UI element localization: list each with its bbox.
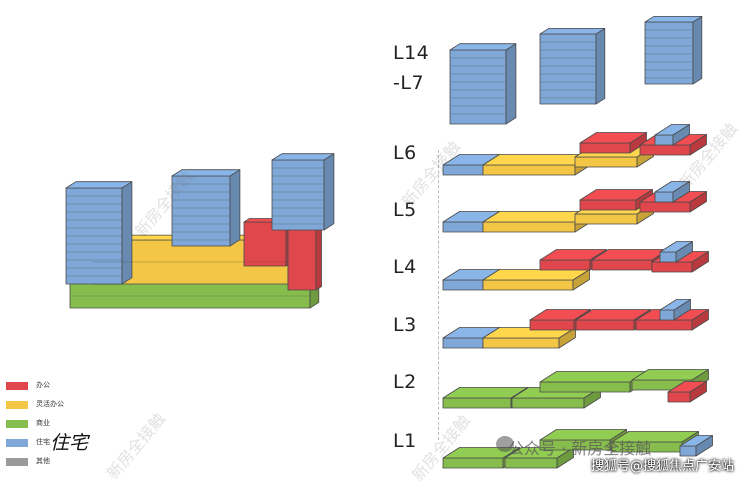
floor-l4-seg-2-top (539, 249, 607, 261)
residential-tag: 住宅 (50, 432, 89, 454)
level-label-l14: L14 (393, 42, 430, 64)
legend-label: 商业 (36, 420, 50, 427)
floor-l3-seg-0-front (442, 337, 484, 349)
floor-l3-seg-5-front (659, 309, 675, 321)
tower-upper-middle-front (539, 33, 597, 105)
floor-l2-seg-4-top (667, 381, 707, 393)
floor-l3-seg-4-front (635, 319, 693, 331)
legend-swatch-residential (6, 439, 28, 447)
floor-l5-seg-5-front (654, 191, 674, 203)
floor-l2-seg-4-front (667, 391, 691, 403)
floor-l2-seg-2-top (539, 371, 647, 383)
massing-tower-right-side (323, 153, 335, 231)
floor-l4-seg-2-front (539, 259, 591, 271)
floor-l3-seg-5-top (659, 299, 691, 311)
tower-upper-left-top (449, 43, 517, 51)
floor-l6-seg-5-top (654, 124, 690, 136)
floor-l1-seg-0-front (442, 457, 504, 469)
floor-l3-seg-1-front (482, 337, 560, 349)
massing-office-right-front (287, 227, 317, 291)
floor-l5-seg-5-top (654, 181, 690, 193)
massing-tower-middle-side (229, 169, 241, 247)
floor-l5-seg-3-top (579, 189, 653, 201)
legend-item-office: 办公 (6, 380, 126, 399)
floor-l3-seg-2-top (529, 309, 591, 321)
floor-l3-seg-3-top (575, 309, 651, 321)
level-label-l6: L6 (393, 142, 417, 164)
legend-swatch-commercial (6, 420, 28, 428)
level-label-l7: -L7 (393, 72, 425, 94)
tower-upper-right-top (644, 15, 703, 23)
legend-item-flex-office: 灵活办公 (6, 399, 126, 418)
legend-label: 灵活办公 (36, 401, 64, 408)
floor-l4-seg-5-top (659, 241, 693, 253)
tower-upper-left-side (505, 43, 517, 125)
level-label-l2: L2 (393, 371, 417, 393)
legend-swatch-office (6, 382, 28, 390)
floor-l6-seg-2-front (574, 156, 638, 168)
legend-item-commercial: 商业 (6, 418, 126, 437)
legend-label: 其他 (36, 458, 50, 465)
source-credit: 搜狐号@搜狐焦点广安站 (590, 459, 734, 474)
massing-tower-right-front (271, 159, 325, 231)
floor-l1-seg-2-top (539, 429, 627, 441)
massing-tower-right-top (271, 153, 335, 161)
floor-l6-seg-3-top (579, 132, 647, 144)
legend-swatch-flex-office (6, 401, 28, 409)
footer-watermark: 公众号 · 新房全接触 (508, 439, 652, 458)
floor-l1-seg-1-front (504, 457, 558, 469)
legend-label: 住宅 (36, 439, 50, 446)
floor-l5-seg-0-front (442, 221, 484, 233)
massing-tower-middle-top (171, 169, 241, 177)
floor-l5-seg-3-front (579, 199, 637, 211)
floor-l5-seg-4-front (639, 201, 691, 213)
floor-l4-seg-3-front (591, 259, 653, 271)
floor-l2-seg-2-front (539, 381, 631, 393)
floor-l6-seg-5-front (654, 134, 674, 146)
floor-l3-seg-2-front (529, 319, 575, 331)
legend-item-residential: 住宅 (6, 437, 126, 456)
floor-l6-seg-4-front (639, 144, 691, 156)
floor-l6-seg-1-front (482, 164, 576, 176)
floor-l2-seg-0-front (442, 397, 512, 409)
floor-l5-seg-1-front (482, 221, 576, 233)
floor-l4-seg-1-front (482, 279, 574, 291)
wechat-icon (496, 436, 514, 452)
floor-l4-seg-1-top (482, 269, 590, 281)
massing-tower-left-side (121, 181, 133, 285)
massing-podium-commercial-front (69, 281, 311, 309)
tower-upper-right-side (692, 15, 703, 85)
level-label-l3: L3 (393, 314, 417, 336)
massing-office-right-side (315, 224, 322, 291)
floor-l2-seg-1-front (511, 397, 585, 409)
floor-l2-seg-0-top (442, 387, 528, 399)
massing-tower-left-top (65, 181, 133, 189)
floor-l6-seg-3-front (579, 142, 631, 154)
legend-label: 办公 (36, 382, 50, 389)
tower-upper-left-front (449, 49, 507, 125)
tower-upper-middle-side (595, 27, 606, 105)
stack-guide-line (438, 150, 439, 440)
tower-upper-right-front (644, 21, 694, 85)
floor-l4-seg-4-front (651, 261, 693, 273)
floor-l5-seg-2-front (574, 213, 638, 225)
floor-l1-seg-4-top (679, 435, 713, 447)
tower-upper-middle-top (539, 27, 606, 35)
floor-l4-seg-5-front (659, 251, 677, 263)
legend: 办公 灵活办公 商业 住宅 其他 (6, 380, 126, 475)
legend-item-other: 其他 (6, 456, 126, 475)
floor-l1-seg-3-top (611, 431, 699, 443)
level-label-l1: L1 (393, 430, 417, 452)
legend-swatch-other (6, 458, 28, 466)
floor-l3-seg-3-front (575, 319, 635, 331)
level-label-l4: L4 (393, 256, 417, 278)
floor-l4-seg-0-front (442, 279, 484, 291)
level-label-l5: L5 (393, 199, 417, 221)
floor-l2-seg-3-top (631, 369, 709, 381)
